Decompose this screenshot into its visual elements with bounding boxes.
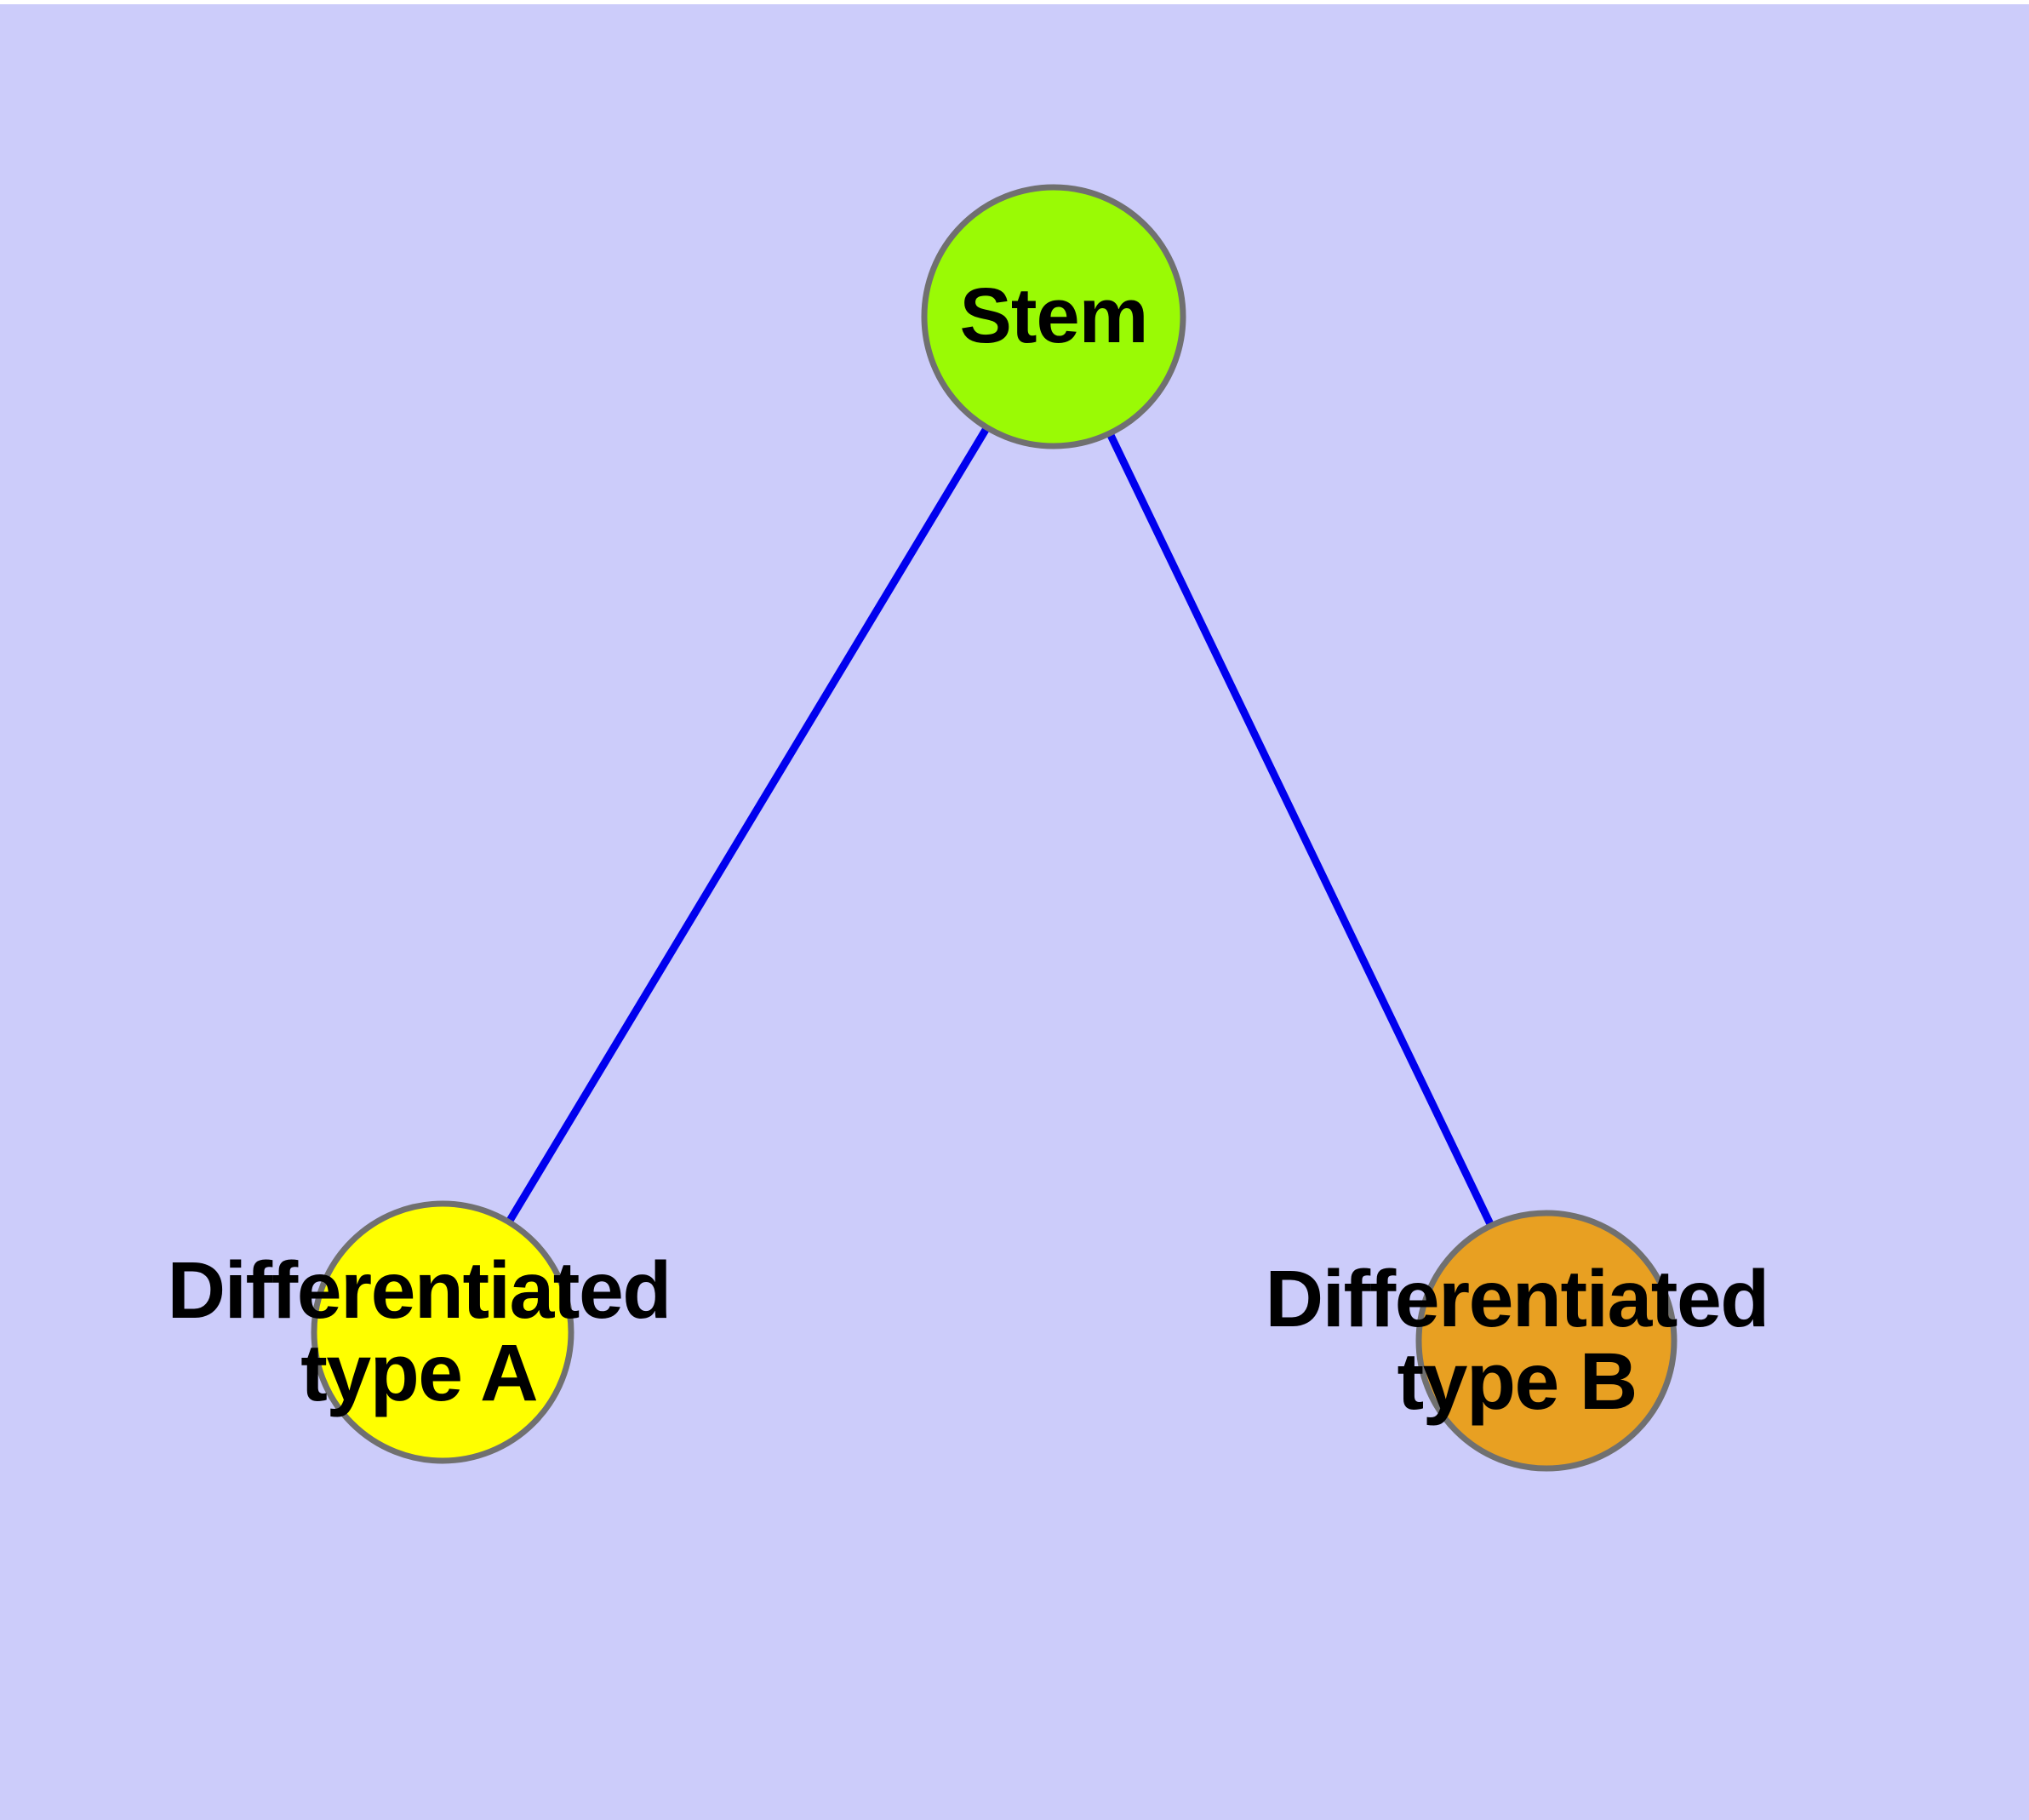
graph-node-stem[interactable] (921, 184, 1186, 449)
graph-node-diff-b[interactable] (1415, 1210, 1677, 1472)
graph-node-diff-a[interactable] (311, 1200, 574, 1464)
edge-layer (504, 424, 1495, 1229)
node-layer (311, 184, 1677, 1472)
graph-edge-stem-to-a (504, 424, 992, 1226)
graph-edge-stem-to-b (1105, 430, 1495, 1229)
